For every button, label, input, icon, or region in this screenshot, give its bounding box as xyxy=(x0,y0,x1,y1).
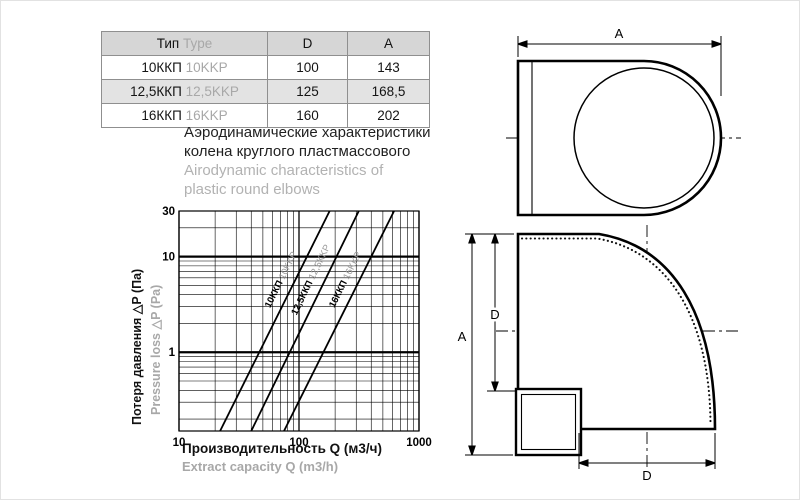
table-header-row: Тип Type D A xyxy=(101,31,430,56)
cell-type: 10ККП 10KKP xyxy=(101,55,268,80)
spec-table: Тип Type D A 10ККП 10KKP 100 143 12,5ККП… xyxy=(101,31,430,128)
dim-label-a-top: A xyxy=(615,26,624,41)
elbow-bend-inner-circle xyxy=(573,67,715,209)
cell-type: 16ККП 16KKP xyxy=(101,103,268,128)
table-row: 10ККП 10KKP 100 143 xyxy=(101,55,430,80)
y-tick-label: 30 xyxy=(162,206,175,218)
chart-title: Аэродинамические характеристики колена к… xyxy=(184,123,430,199)
header-type-ru: Тип xyxy=(156,36,180,51)
cell-d: 125 xyxy=(267,79,348,104)
y-tick-label: 1 xyxy=(169,347,176,359)
seal-dots-texture xyxy=(520,237,712,427)
header-type-en: Type xyxy=(183,36,213,51)
x-tick-label: 1000 xyxy=(406,437,432,449)
table-row: 12,5ККП 12,5KKP 125 168,5 xyxy=(101,79,430,104)
series-line-10KKP xyxy=(219,210,331,432)
y-axis-title-ru: Потеря давления △P (Па) xyxy=(130,268,144,425)
flange-block xyxy=(514,387,583,457)
series-line-12,5KKP xyxy=(250,210,360,432)
y-tick-label: 10 xyxy=(162,252,175,264)
flange-block-inner xyxy=(520,393,577,451)
elbow-body-outline xyxy=(516,59,723,217)
title-en-2: plastic round elbows xyxy=(184,181,320,198)
title-en-1: Airodynamic characteristics of xyxy=(184,162,384,179)
cell-a: 143 xyxy=(347,55,430,80)
header-type: Тип Type xyxy=(101,31,268,56)
type-en: 12,5KKP xyxy=(185,84,239,99)
type-ru: 16ККП xyxy=(141,108,182,123)
title-ru-1: Аэродинамические характеристики xyxy=(184,124,431,141)
cell-a: 202 xyxy=(347,103,430,128)
header-d: D xyxy=(267,31,348,56)
x-axis-title-en: Extract capacity Q (m3/h) xyxy=(182,459,339,474)
type-ru: 10ККП xyxy=(141,60,182,75)
cell-d: 160 xyxy=(267,103,348,128)
dim-label-d-vertical: D xyxy=(490,307,499,322)
dim-label-d-horizontal: D xyxy=(642,468,651,481)
series-line-16KKP xyxy=(283,210,395,432)
type-ru: 12,5ККП xyxy=(130,84,182,99)
cell-a: 168,5 xyxy=(347,79,430,104)
x-tick-label: 10 xyxy=(173,437,186,449)
title-ru-2: колена круглого пластмассового xyxy=(184,143,411,160)
chart-grid xyxy=(178,210,420,431)
elbow-section-outline xyxy=(516,232,717,431)
x-axis-title-ru: Производительность Q (м3/ч) xyxy=(182,441,382,456)
header-a: A xyxy=(347,31,430,56)
elbow-section-view: A D D xyxy=(455,225,739,481)
cell-type: 12,5ККП 12,5KKP xyxy=(101,79,268,104)
cell-d: 100 xyxy=(267,55,348,80)
elbow-side-view: A xyxy=(506,24,741,217)
plot-border xyxy=(178,210,420,432)
table-row: 16ККП 16KKP 160 202 xyxy=(101,103,430,128)
x-tick-label: 100 xyxy=(289,437,308,449)
type-en: 16KKP xyxy=(185,108,228,123)
type-en: 10KKP xyxy=(185,60,228,75)
dim-label-a-front: A xyxy=(458,329,467,344)
elbow-drawings: A A D D xyxy=(455,24,741,481)
